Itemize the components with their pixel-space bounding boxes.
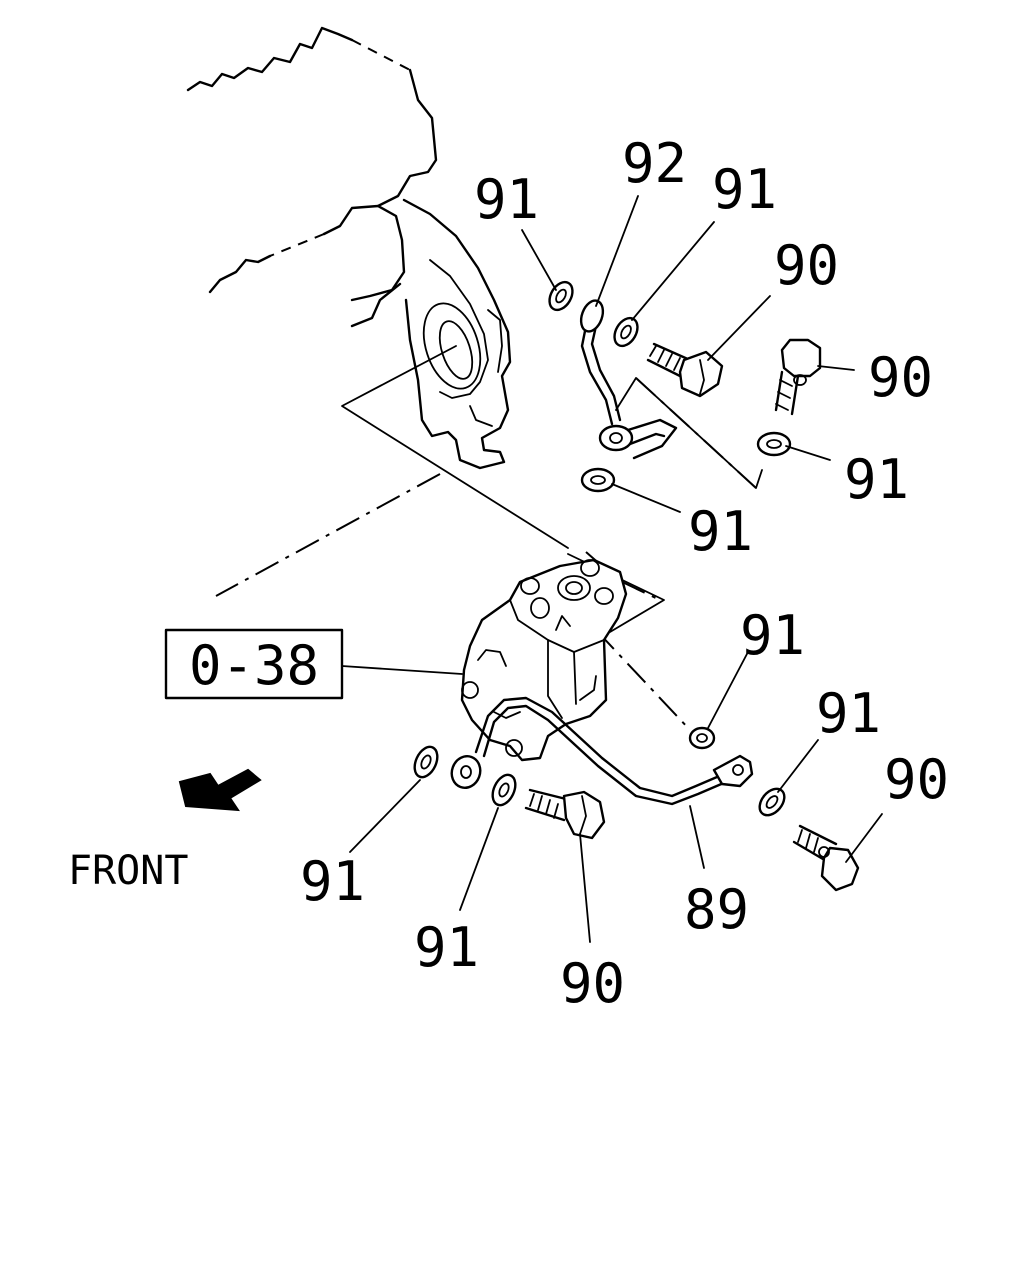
- bolt-1: [646, 342, 724, 398]
- washer-6: [758, 787, 786, 817]
- bolts: [524, 338, 860, 892]
- bolt-3: [524, 788, 606, 840]
- front-label: FRONT: [68, 848, 188, 894]
- callout-90-d: 90: [560, 952, 625, 1015]
- front-indicator: FRONT: [68, 768, 262, 894]
- injection-pump: [460, 558, 628, 762]
- washer-1: [548, 280, 574, 312]
- leader-lines: [341, 195, 883, 943]
- pipe-92: [579, 299, 678, 460]
- washer-7: [413, 745, 439, 779]
- callout-91-e: 91: [740, 604, 805, 667]
- washer-4: [580, 467, 616, 493]
- callout-91-f: 91: [816, 682, 881, 745]
- washer-5: [688, 726, 716, 750]
- reference-box: 0-38: [164, 628, 344, 700]
- bolt-2: [774, 338, 822, 416]
- callout-90-b: 90: [868, 346, 933, 409]
- engine-block-outline: [186, 26, 512, 470]
- callout-91-g: 91: [300, 850, 365, 913]
- callout-91-c: 91: [844, 448, 909, 511]
- callout-90-c: 90: [884, 748, 949, 811]
- callout-90-a: 90: [774, 234, 839, 297]
- washer-3: [756, 431, 792, 457]
- callout-92: 92: [622, 132, 687, 195]
- callout-89: 89: [684, 878, 749, 941]
- callout-91-d: 91: [688, 500, 753, 563]
- callout-91-a: 91: [474, 168, 539, 231]
- bolt-4: [792, 824, 860, 892]
- washer-8: [491, 773, 517, 807]
- reference-box-label: 0-38: [189, 634, 319, 697]
- callout-91-h: 91: [414, 916, 479, 979]
- front-arrow-icon: [178, 768, 262, 812]
- pipe-89: [450, 696, 754, 806]
- callout-91-b: 91: [712, 158, 777, 221]
- callout-labels: 91 92 91 90 90 91 91 91 91 90 91 91 90 8…: [300, 132, 949, 1015]
- washer-2: [613, 316, 639, 348]
